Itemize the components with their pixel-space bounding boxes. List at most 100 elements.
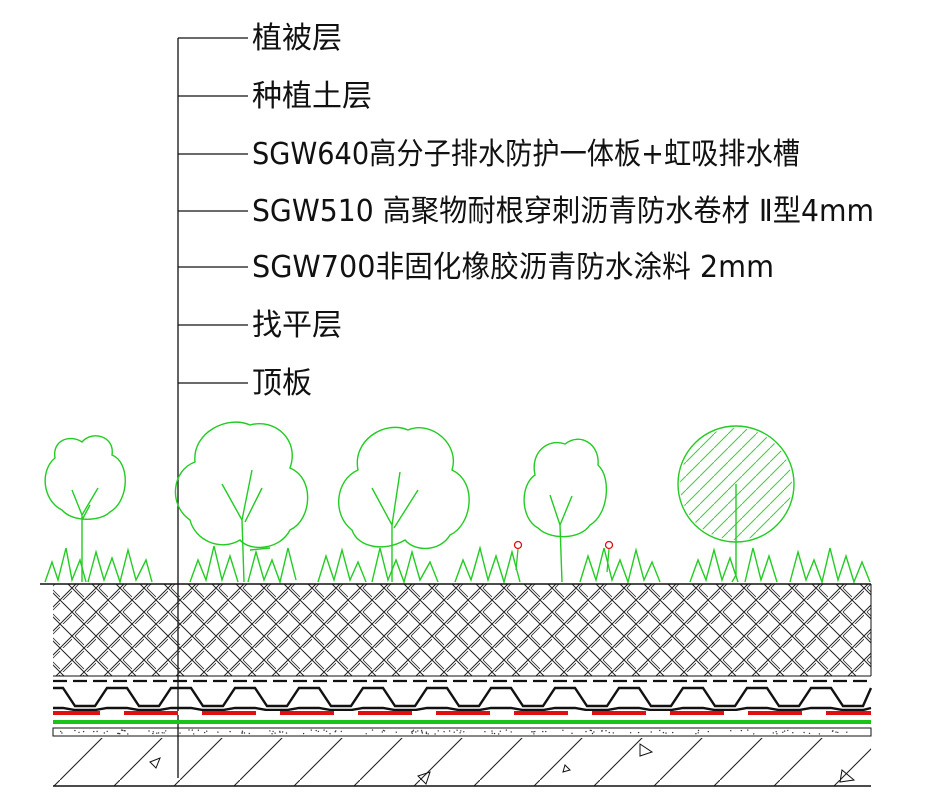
leveling-speckle [412, 730, 414, 733]
leveling-speckle [818, 733, 821, 735]
leveling-speckle [605, 730, 607, 732]
leveling-speckle [188, 729, 190, 731]
leveling-speckle [206, 730, 208, 732]
leveling-speckle [835, 731, 837, 733]
flower-icon [604, 540, 614, 573]
leveling-speckle [382, 729, 385, 732]
leveling-speckle [589, 729, 591, 731]
leveling-speckle [152, 732, 154, 735]
leveling-speckle [591, 732, 594, 735]
leveling-speckle [443, 731, 445, 733]
label-root-resistant-membrane: SGW510 高聚物耐根穿刺沥青防水卷材 Ⅱ型4mm [252, 194, 874, 229]
leveling-speckle [82, 730, 85, 733]
leveling-speckle [629, 732, 632, 734]
membrane-lap-joint [100, 711, 124, 715]
leveling-speckle [491, 730, 493, 732]
leveling-speckle [697, 732, 699, 734]
leveling-speckle [808, 732, 811, 735]
leveling-speckle [229, 730, 231, 733]
leveling-speckle [803, 731, 805, 734]
leveling-speckle [371, 729, 374, 731]
leveling-speckle [697, 729, 700, 732]
leveling-speckle [127, 733, 129, 735]
leveling-speckle [417, 730, 419, 732]
aggregate-triangle [562, 764, 571, 773]
leveling-speckle [662, 731, 665, 734]
leveling-speckle [837, 731, 839, 734]
leveling-speckle [411, 732, 413, 735]
leveling-speckle [505, 729, 508, 731]
leveling-speckle [329, 733, 331, 735]
leveling-speckle [787, 729, 789, 732]
label-roof-slab: 顶板 [252, 366, 312, 401]
membrane-lap-joint [412, 711, 436, 715]
leveling-speckle [241, 731, 243, 734]
leveling-speckle [156, 732, 158, 734]
leveling-speckle [243, 732, 246, 734]
roof-slab-layer [53, 738, 871, 787]
leveling-speckle [103, 732, 106, 734]
leveling-speckle [383, 730, 386, 732]
leveling-speckle [157, 732, 160, 734]
tree-icon [174, 421, 309, 583]
membrane-lap-joint [646, 711, 670, 715]
leveling-speckle [106, 730, 108, 733]
leveling-speckle [637, 731, 640, 734]
planting-soil-layer [40, 583, 872, 677]
leveling-speckle [325, 730, 328, 732]
leveling-texture [60, 729, 848, 735]
leveling-speckle [281, 731, 284, 733]
label-leveling-layer: 找平层 [252, 308, 342, 343]
leveling-speckle [61, 732, 63, 734]
leveling-speckle [775, 731, 777, 733]
leveling-speckle [672, 731, 674, 734]
leveling-speckle [93, 730, 95, 733]
leveling-speckle [493, 732, 496, 735]
leveling-speckle [302, 732, 305, 735]
leveling-speckle [381, 731, 383, 733]
leveling-speckle [74, 729, 76, 732]
leveling-speckle [747, 729, 749, 731]
leveling-speckle [395, 731, 397, 733]
label-vegetation: 植被层 [252, 21, 342, 56]
leveling-speckle [498, 733, 500, 735]
leveling-speckle [148, 730, 150, 732]
leveling-speckle [421, 732, 424, 734]
leveling-speckle [193, 733, 195, 735]
leveling-speckle [531, 731, 533, 733]
leveling-speckle [532, 731, 534, 733]
leveling-speckle [274, 732, 276, 734]
leveling-speckle [545, 730, 547, 733]
leveling-speckle [285, 732, 288, 734]
tree-icon [523, 438, 608, 583]
leveling-speckle [161, 732, 163, 734]
leveling-speckle [317, 730, 320, 733]
label-rubber-asphalt-coating: SGW700非固化橡胶沥青防水涂料 2mm [252, 250, 774, 285]
leveling-speckle [179, 732, 181, 734]
leveling-speckle [585, 730, 587, 733]
leveling-speckle [241, 730, 244, 732]
aggregate-triangle [839, 769, 856, 783]
leveling-speckle [119, 733, 121, 735]
leveling-speckle [665, 732, 667, 734]
leveling-speckle [707, 730, 709, 733]
leveling-speckle [420, 729, 423, 732]
membrane-lap-joint [724, 711, 748, 715]
leveling-speckle [463, 731, 465, 733]
leveling-speckle [533, 733, 535, 735]
leveling-speckle [315, 729, 317, 732]
leveling-speckle [421, 731, 423, 733]
leveling-speckle [60, 730, 62, 733]
leveling-speckle [204, 731, 206, 734]
vegetation-layer [44, 421, 871, 585]
leveling-speckle [491, 732, 493, 734]
leveling-speckle [323, 729, 325, 731]
leveling-speckle [753, 733, 755, 735]
leveling-speckle [571, 732, 573, 734]
membrane-lap-joint [490, 711, 514, 715]
leveling-speckle [412, 729, 415, 731]
leveling-speckle [459, 732, 461, 734]
leveling-speckle [601, 730, 603, 732]
leveling-speckle [740, 729, 743, 732]
leveling-speckle [534, 730, 536, 733]
